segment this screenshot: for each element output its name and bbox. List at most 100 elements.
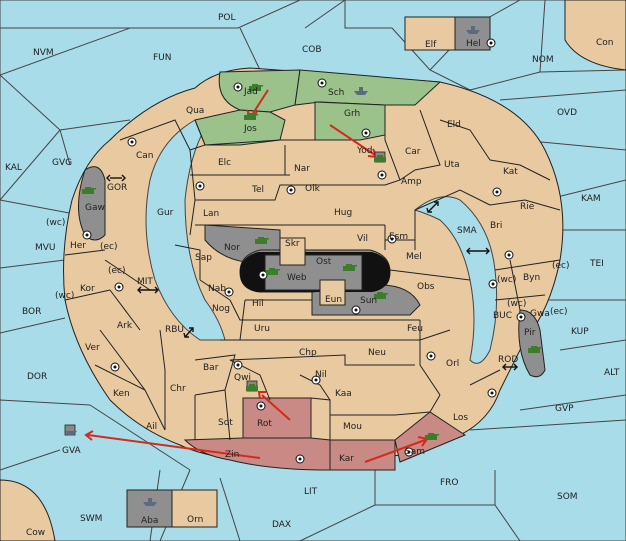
label-lan: Lan: [203, 209, 219, 219]
label-nar: Nar: [294, 164, 310, 174]
army-green-gaw-icon[interactable]: [82, 187, 96, 194]
army-green-jad-icon[interactable]: [249, 84, 263, 91]
label-hel: Hel: [466, 39, 481, 49]
supply-centre: [404, 447, 414, 457]
label-dor: DOR: [27, 372, 47, 382]
label-kor: Kor: [80, 284, 95, 294]
label-ark: Ark: [117, 321, 133, 331]
army-green-web-icon[interactable]: [266, 268, 280, 275]
arrow-rot-qwi: [257, 391, 291, 421]
province-grh[interactable]: [314, 101, 386, 141]
move-arrows: [84, 89, 429, 463]
label-kal: KAL: [5, 163, 22, 173]
supply-centre: [110, 362, 120, 372]
connector-rod: [502, 363, 518, 371]
label-ec3: (ec): [552, 261, 570, 271]
supply-centre: [361, 128, 371, 138]
supply-centre: [487, 388, 497, 398]
label-mit: MIT: [137, 277, 153, 287]
province-skr[interactable]: [279, 237, 306, 266]
army-green-sam-icon[interactable]: [425, 433, 439, 440]
connector-mit: [137, 286, 159, 294]
supply-centre: [311, 375, 321, 385]
supply-centre: [233, 82, 243, 92]
label-mel: Mel: [406, 252, 422, 262]
label-wc3: (wc): [497, 275, 516, 285]
province-gaw[interactable]: [78, 166, 106, 241]
label-kat: Kat: [503, 167, 518, 177]
label-som: SOM: [557, 492, 578, 502]
supply-centre: [426, 351, 436, 361]
label-nom: NOM: [532, 55, 554, 65]
province-eun[interactable]: [319, 279, 346, 306]
army-green-sun-icon[interactable]: [374, 292, 388, 299]
province-kar[interactable]: [329, 439, 396, 471]
label-zin: Zin: [225, 450, 239, 460]
label-nvm: NVM: [33, 48, 54, 58]
label-esm: Esm: [389, 232, 408, 242]
supply-centre: [233, 360, 243, 370]
label-uru: Uru: [254, 324, 270, 334]
fleet-grey-aba-icon[interactable]: [143, 498, 157, 506]
supply-centre: [256, 401, 266, 411]
label-sam: Sam: [405, 447, 425, 457]
army-green-yod-icon[interactable]: [374, 151, 386, 163]
army-green-qwi-icon[interactable]: [246, 380, 258, 392]
label-fun: FUN: [153, 53, 172, 63]
label-qwi: Qwi: [234, 373, 251, 383]
label-qua: Qua: [186, 106, 204, 116]
supply-centre: [486, 38, 496, 48]
supply-centre: [492, 187, 502, 197]
label-ken: Ken: [113, 389, 130, 399]
label-grh: Grh: [344, 109, 360, 119]
label-sot: Sot: [218, 418, 233, 428]
connector-rbu: [183, 327, 194, 338]
label-web: Web: [287, 273, 307, 283]
army-green-pir-icon[interactable]: [528, 346, 542, 353]
label-byn: Byn: [523, 273, 540, 283]
label-ost: Ost: [316, 257, 332, 267]
label-orn: Orn: [187, 515, 203, 525]
label-kar: Kar: [339, 454, 354, 464]
label-fro: FRO: [440, 478, 459, 488]
label-car: Car: [405, 147, 421, 157]
fleet-grey-sch-icon[interactable]: [354, 87, 368, 95]
province-rot[interactable]: [242, 397, 312, 439]
label-chr: Chr: [170, 384, 186, 394]
supply-centre: [82, 230, 92, 240]
province-labels: POL FUN COB NVM NOM Con Elf Hel OVD KAL …: [5, 13, 620, 538]
label-ec2: (ec): [108, 266, 126, 276]
label-nil: Nil: [315, 370, 327, 380]
army-green-jos-icon[interactable]: [244, 113, 258, 120]
label-chp: Chp: [299, 348, 317, 358]
province-pir[interactable]: [518, 309, 546, 378]
label-nog: Nog: [212, 304, 230, 314]
label-obs: Obs: [417, 282, 435, 292]
label-yod: Yod: [356, 146, 373, 156]
label-can: Can: [136, 151, 154, 161]
label-neu: Neu: [368, 348, 386, 358]
connector-gor: [106, 174, 126, 182]
label-alt: ALT: [604, 368, 620, 378]
label-feu: Feu: [407, 324, 423, 334]
army-green-ost-icon[interactable]: [343, 264, 357, 271]
province-elf[interactable]: [404, 16, 456, 51]
label-lit: LIT: [304, 487, 318, 497]
label-gvg: GVG: [52, 158, 72, 168]
label-tei: TEI: [589, 259, 604, 269]
label-aba: Aba: [141, 516, 158, 526]
label-rot: Rot: [257, 419, 272, 429]
label-vil: Vil: [357, 234, 368, 244]
connector-sma-north: [426, 201, 439, 213]
label-pir: Pir: [524, 328, 536, 338]
army-green-nor-icon[interactable]: [255, 237, 269, 244]
supply-centre: [377, 170, 387, 180]
fleet-grey-gva-icon[interactable]: [64, 424, 77, 436]
label-jad: Jad: [243, 87, 258, 97]
supply-centre: [504, 250, 514, 260]
sea-sma[interactable]: [413, 196, 498, 364]
supply-centre: [516, 312, 526, 322]
province-orn[interactable]: [171, 489, 218, 528]
fleet-grey-hel-icon[interactable]: [466, 26, 480, 34]
label-gaw: Gaw: [85, 203, 105, 213]
